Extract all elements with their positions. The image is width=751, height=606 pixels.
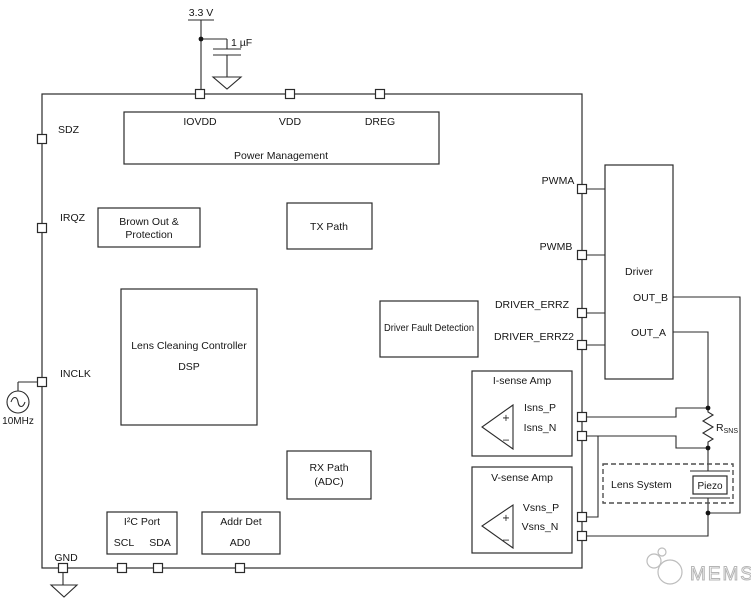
pin-label-isns-n: Isns_N [524,422,557,434]
supply-voltage-label: 3.3 V [189,7,214,19]
pin-ad0 [234,562,246,574]
pin-driver-errz2 [576,339,588,351]
pin-label-driver-errz: DRIVER_ERRZ [495,299,570,311]
piezo-label: Piezo [697,481,722,492]
i-sense-amp-block [471,370,573,457]
power-management-title: Power Management [234,150,328,162]
pin-label-vsns-n: Vsns_N [522,521,559,533]
i2c-port-title: I²C Port [124,516,160,528]
pin-vdd [284,88,296,100]
pin-sdz [36,133,48,145]
rsns-label-subscript: SNS [724,428,739,435]
dsp-block [120,288,258,426]
pin-label-inclk: INCLK [60,368,91,380]
pin-vsns-n [576,530,588,542]
ad0-label: AD0 [230,537,251,549]
pin-vsns-p [576,511,588,523]
rsns-label-base: R [716,422,724,434]
mems-logo-icon-small [646,553,662,569]
driver-title: Driver [625,266,654,278]
lens-system-label: Lens System [611,479,672,491]
v-sense-amp-block [471,466,573,554]
pin-label-irqz: IRQZ [60,212,86,224]
addr-det-title: Addr Det [220,516,262,528]
mems-watermark-text: MEMS [690,564,751,585]
pin-label-pwmb: PWMB [540,241,573,253]
pin-irqz [36,222,48,234]
pin-label-vsns-p: Vsns_P [523,502,559,514]
tx-path-title: TX Path [310,221,348,233]
junction-dot-piezo-bottom [705,510,711,516]
dsp-title-line2: DSP [178,361,200,373]
pin-driver-errz [576,307,588,319]
v-sense-amp-title: V-sense Amp [491,472,553,484]
pin-label-iovdd: IOVDD [183,116,217,128]
v-sense-opamp-triangle [481,503,514,550]
pin-isns-p [576,411,588,423]
dsp-title-line1: Lens Cleaning Controller [131,340,247,352]
rx-path-block [286,450,372,500]
brown-out-title-line1: Brown Out & [119,216,179,228]
pin-sda [152,562,164,574]
ground-symbol-bottom [49,584,79,598]
mems-logo-icon-tiny [657,547,667,557]
driver-fault-block [379,300,479,358]
v-sense-minus-sign: − [502,535,510,546]
rx-path-title-line1: RX Path [309,462,348,474]
pin-gnd [57,562,69,574]
power-management-block [123,111,440,165]
pin-pwma [576,183,588,195]
out-b-label: OUT_B [633,292,668,304]
addr-det-block [201,511,281,555]
pin-dreg [374,88,386,100]
i-sense-plus-sign: + [502,413,510,424]
rsns-label: RSNS [716,422,738,435]
pin-scl [116,562,128,574]
lens-system-box [602,463,734,504]
driver-block [604,164,674,380]
pin-label-sdz: SDZ [58,124,80,136]
pin-pwmb [576,249,588,261]
pin-label-driver-errz2: DRIVER_ERRZ2 [494,331,574,343]
pin-label-dreg: DREG [365,116,395,128]
supply-wire [188,19,228,94]
capacitor-plates [213,48,241,56]
isns-wires [513,407,708,449]
junction-dot-rsns-bottom [705,445,711,451]
tx-path-block [286,202,373,250]
sda-label: SDA [149,537,171,549]
brown-out-title-line2: Protection [125,229,172,241]
ground-symbol-top [211,76,243,90]
mems-logo-icon [657,559,683,585]
driver-fault-title: Driver Fault Detection [384,322,474,334]
capacitor-value-label: 1 µF [231,37,252,49]
mems-watermark: MEMS [646,547,751,586]
i2c-port-block [106,511,178,555]
i-sense-minus-sign: − [502,435,510,446]
rx-path-title-line2: (ADC) [314,476,343,488]
pin-label-vdd: VDD [279,116,302,128]
out-a-label: OUT_A [631,327,666,339]
rsns-resistor-symbol [701,408,715,448]
junction-dot-supply [198,36,204,42]
pin-inclk [36,376,48,388]
pin-label-isns-p: Isns_P [524,402,556,414]
brown-out-block [97,207,201,248]
driver-out-wires [673,296,741,514]
v-sense-plus-sign: + [502,513,510,524]
scl-label: SCL [114,537,135,549]
clock-sine-icon [10,396,26,408]
piezo-box [692,475,728,495]
pin-iovdd [194,88,206,100]
i-sense-opamp-triangle [481,403,514,451]
junction-dot-rsns-top [705,405,711,411]
pin-label-pwma: PWMA [542,175,575,187]
pin-isns-n [576,430,588,442]
i-sense-amp-title: I-sense Amp [493,375,552,387]
clock-frequency-label: 10MHz [2,416,34,427]
pin-label-gnd: GND [54,552,78,564]
piezo-plates [690,470,730,499]
